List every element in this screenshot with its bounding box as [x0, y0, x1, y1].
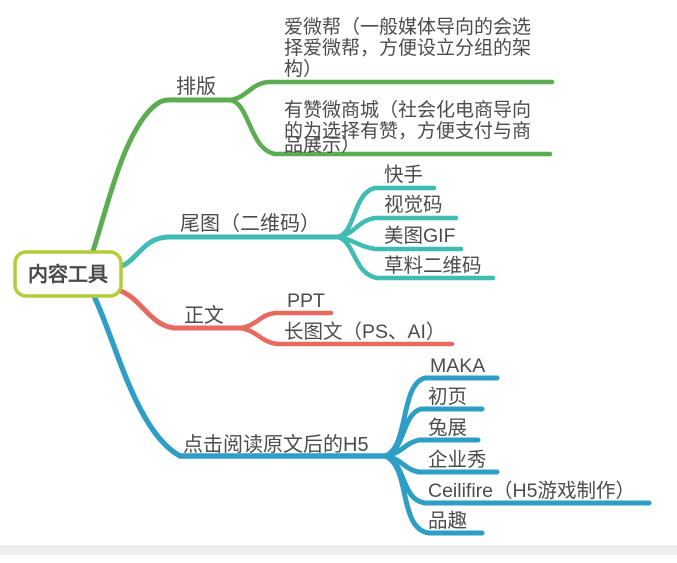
branch-weitu-trunk-line [117, 234, 341, 270]
branch-h5: 点击阅读原文后的H5 MAKA 初页 兔展 企业秀 Ceilifire（H5游戏… [91, 293, 652, 536]
branch-paiban-child-0-line [227, 79, 555, 103]
branch-weitu-child-1-label: 视觉码 [384, 194, 443, 216]
branch-paiban-child-0-label-line-1: 爱微帮（一般媒体导向的会选 [284, 16, 531, 38]
branch-paiban-child-1-label-line-1: 有赞微商城（社会化电商导向 [284, 99, 531, 121]
branch-weitu-child-0-label: 快手 [384, 164, 423, 186]
branch-zhengwen-label: 正文 [184, 304, 224, 327]
branch-weitu-child-3-line [335, 234, 496, 281]
branch-paiban-label: 排版 [176, 75, 216, 98]
branch-h5-trunk-line [91, 293, 388, 459]
branch-zhengwen-trunk-line [115, 287, 243, 331]
branch-zhengwen-child-1-label: 长图文（PS、AI） [284, 321, 445, 343]
branch-paiban-child-1-label-line-2: 的为选择有赞，方便支付与商 [284, 120, 531, 142]
branch-weitu-child-3-label: 草料二维码 [384, 255, 482, 277]
branch-paiban: 排版 爱微帮（一般媒体导向的会选 择爱微帮，方便设立分组的架 构） 有赞微商城（… [88, 16, 555, 260]
branch-h5-child-5-label: 品趣 [428, 510, 467, 532]
branch-weitu: 尾图（二维码） 快手 视觉码 美图GIF 草料二维码 [117, 164, 496, 281]
branch-weitu-label: 尾图（二维码） [180, 212, 320, 235]
branch-h5-child-3-label: 企业秀 [428, 449, 487, 471]
branch-weitu-child-2-label: 美图GIF [384, 225, 456, 247]
root-node: 内容工具 [13, 250, 123, 298]
branch-h5-child-2-label: 兔展 [428, 417, 467, 439]
branch-zhengwen-child-0-label: PPT [287, 290, 325, 312]
branch-h5-child-0-label: MAKA [430, 355, 485, 377]
branch-paiban-child-1-label-line-3: 品展示） [284, 134, 360, 156]
bottom-edge-shade [0, 545, 677, 555]
branch-paiban-child-0-label-line-3: 构） [284, 58, 322, 80]
branch-paiban-trunk-line [88, 97, 233, 260]
branch-zhengwen-child-1-line [237, 325, 455, 347]
branch-h5-child-4-label: Ceilifire（H5游戏制作） [428, 480, 635, 502]
branch-h5-label: 点击阅读原文后的H5 [183, 433, 369, 456]
root-node-label: 内容工具 [28, 262, 108, 286]
branch-paiban-child-0-label-line-2: 择爱微帮，方便设立分组的架 [284, 37, 531, 59]
branch-h5-child-5-line [382, 453, 485, 536]
branch-paiban-child-1-line [227, 97, 553, 157]
root-node-box [13, 250, 123, 298]
branch-h5-child-1-label: 初页 [428, 386, 467, 408]
branch-zhengwen: 正文 PPT 长图文（PS、AI） [115, 287, 455, 347]
